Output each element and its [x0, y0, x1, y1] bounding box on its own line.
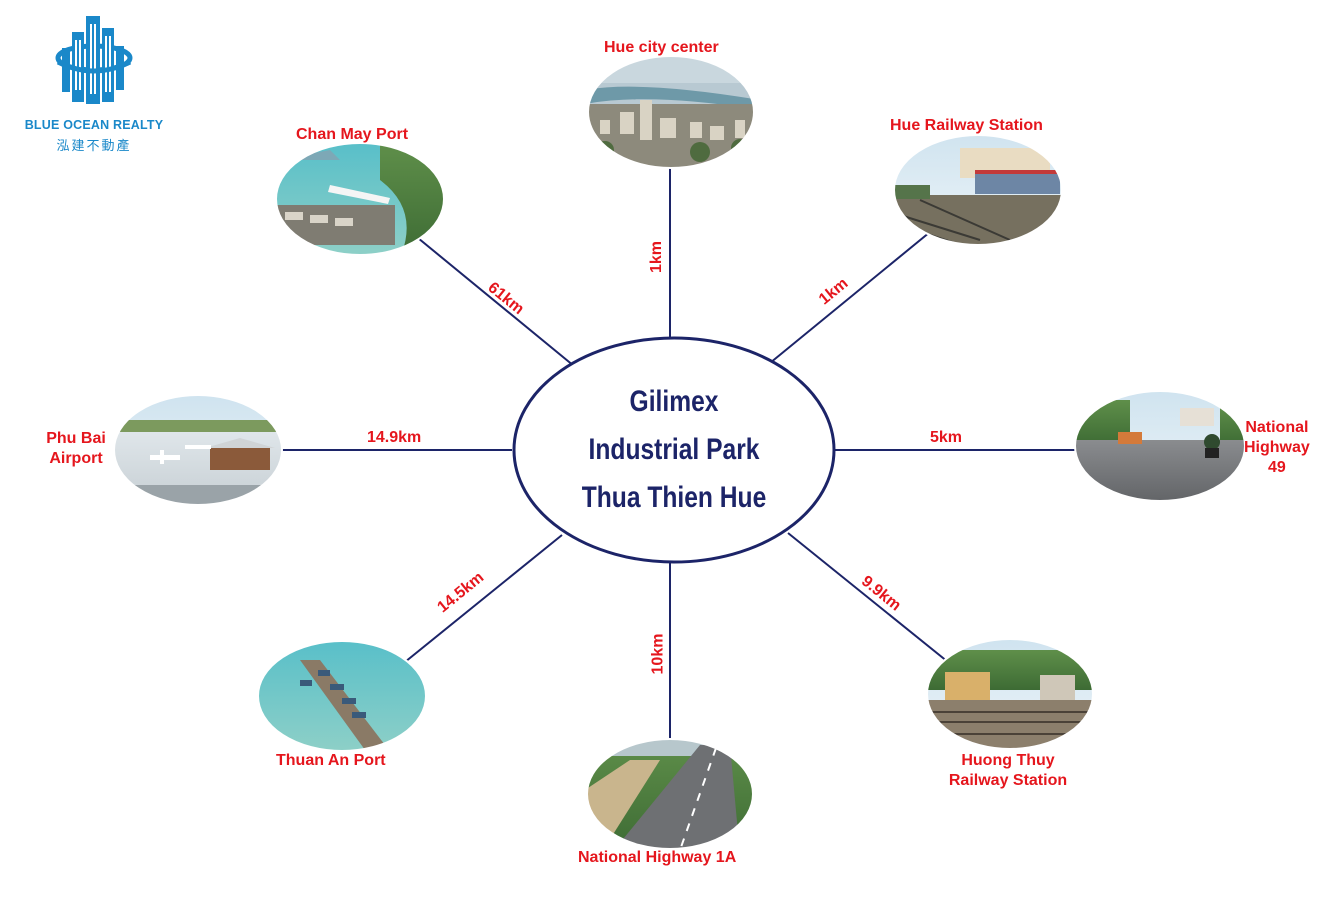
connector-hue-railway-station — [769, 231, 931, 364]
label-huong-thuy-line-2: Railway Station — [948, 772, 1068, 789]
center-title-line-3: Thua Thien Hue — [581, 481, 767, 514]
label-national-highway-1a: National Highway 1A — [578, 849, 737, 866]
label-hue-city-center: Hue city center — [604, 39, 719, 56]
label-phu-bai-airport: Phu Bai Airport — [40, 429, 112, 469]
distance-national-highway-49: 5km — [930, 429, 963, 446]
distance-hue-city-center: 1km — [648, 240, 666, 274]
connector-thuan-an-port — [404, 534, 563, 663]
center-title-line-1: Gilimex — [629, 385, 719, 418]
distance-phu-bai-airport: 14.9km — [367, 429, 422, 446]
logo-name: BLUE OCEAN REALTY — [24, 118, 164, 132]
center-title-line-2: Industrial Park — [588, 433, 760, 466]
logo-chinese-name: 泓建不動產 — [56, 139, 132, 154]
label-national-highway-49-line-1: National — [1245, 419, 1309, 436]
label-huong-thuy-line-1: Huong Thuy — [961, 752, 1055, 769]
label-chan-may-port: Chan May Port — [296, 126, 409, 143]
label-national-highway-49-line-2: Highway — [1244, 439, 1310, 456]
photo-hue-railway-station — [893, 134, 1063, 246]
photo-national-highway-1a — [586, 738, 754, 850]
label-phu-bai-line-1: Phu Bai — [46, 430, 106, 447]
label-hue-railway-station: Hue Railway Station — [890, 117, 1043, 134]
distance-national-highway-1a: 10km — [649, 633, 667, 675]
label-national-highway-49-line-3: 49 — [1268, 459, 1286, 476]
photo-phu-bai-airport — [113, 394, 283, 506]
connector-huong-thuy-railway-station — [787, 532, 949, 663]
logo: BLUE OCEAN REALTY 泓建不動產 — [14, 14, 174, 159]
label-phu-bai-line-2: Airport — [49, 450, 103, 467]
label-thuan-an-port: Thuan An Port — [276, 752, 386, 769]
center-ellipse — [512, 336, 836, 564]
label-huong-thuy-railway-station: Huong Thuy Railway Station — [938, 751, 1078, 791]
photo-national-highway-49 — [1074, 390, 1246, 502]
connectors — [282, 168, 1078, 742]
center-title: Gilimex Industrial Park Thua Thien Hue — [544, 378, 805, 522]
blue-ocean-realty-logo-icon — [55, 16, 133, 104]
photo-hue-city-center — [587, 55, 755, 169]
photo-huong-thuy-railway-station — [926, 638, 1094, 750]
connector-chan-may-port — [417, 237, 575, 367]
photo-chan-may-port — [275, 142, 445, 256]
label-national-highway-49: National Highway 49 — [1244, 418, 1310, 478]
photo-thuan-an-port — [257, 640, 427, 752]
